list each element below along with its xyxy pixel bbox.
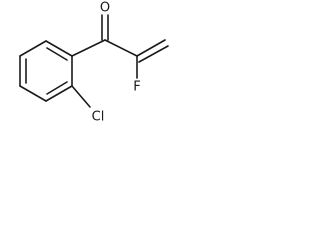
ring-bond-top-inner — [46, 47, 68, 61]
atom-chlorine: Cl — [92, 110, 105, 125]
atom-oxygen-label: O — [100, 1, 110, 16]
ring-bond-top — [45, 40, 73, 57]
bond-carbonyl-alpha — [104, 39, 138, 57]
atom-chlorine-label: Cl — [92, 110, 105, 125]
ring-bond-bottom-right-inner — [46, 81, 68, 95]
bond-vinyl-1 — [136, 39, 166, 57]
atom-oxygen: O — [100, 1, 110, 16]
structure-diagram: O F Cl — [19, 1, 169, 125]
atom-fluorine: F — [133, 80, 140, 95]
ring-bond-bottom-right — [45, 85, 73, 102]
ring-bond-top-left — [19, 40, 47, 57]
benzene-ring — [19, 40, 73, 102]
atom-fluorine-label: F — [133, 80, 140, 95]
bond-ring-carbonyl — [71, 39, 106, 57]
bond-ring-chlorine — [71, 85, 91, 108]
bond-vinyl-2 — [138, 45, 169, 63]
ring-bond-bottom-left — [19, 85, 47, 102]
